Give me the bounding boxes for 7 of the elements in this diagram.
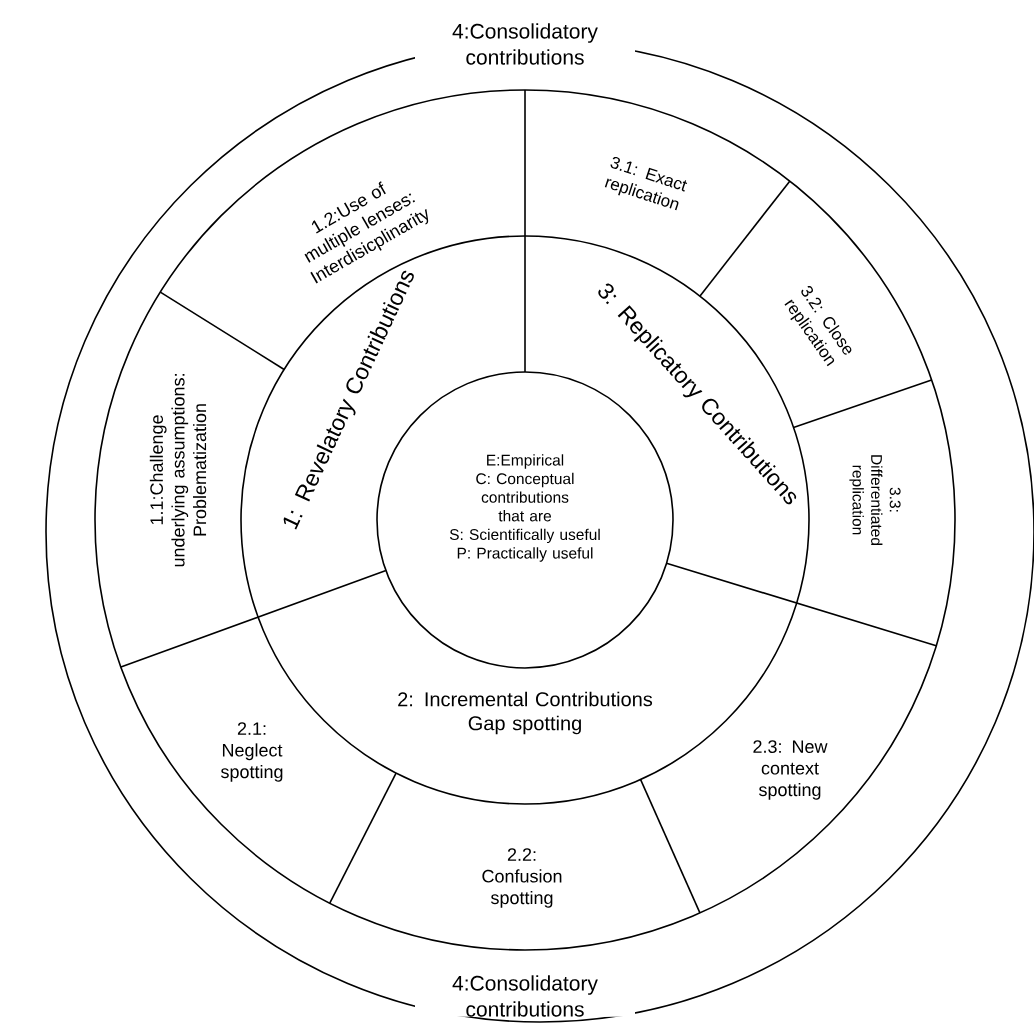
node-label: 4:Consolidatory xyxy=(452,23,598,43)
segment-label: 2: Incremental Contributions Gap spotting xyxy=(398,691,653,735)
segment-label: 1.1:Challenge underlying assumptions: Problematization xyxy=(149,374,207,567)
segment-label: 2.3: New context spotting xyxy=(753,740,828,800)
segment-label: 3.3: Differentiated replication xyxy=(849,455,901,545)
segment-label: 2.1: Neglect spotting xyxy=(221,722,283,782)
segment-label: 2.2: Confusion spotting xyxy=(482,848,562,908)
